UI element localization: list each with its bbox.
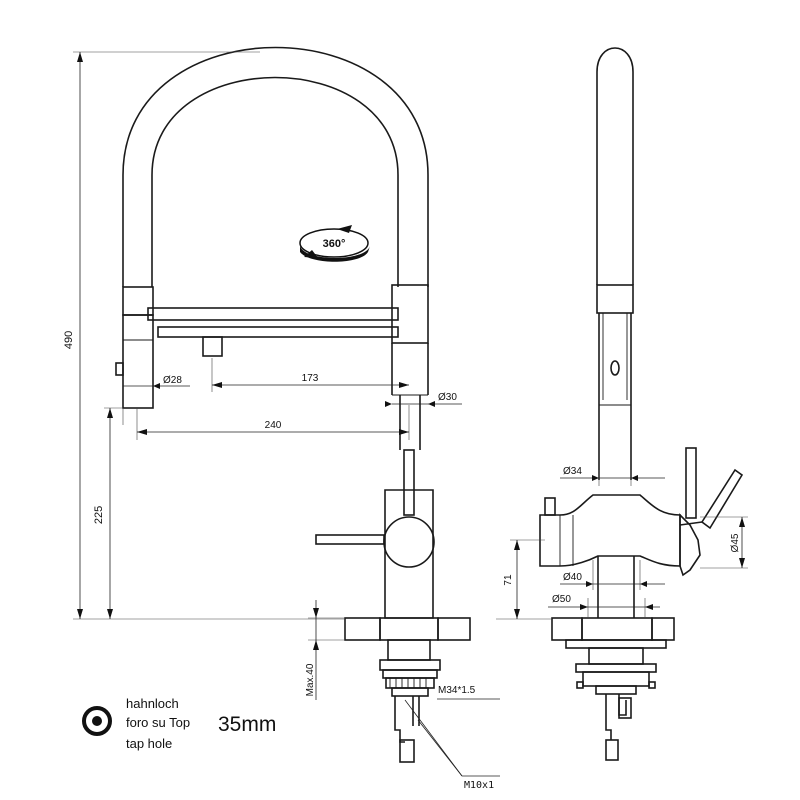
side-lever	[315, 534, 385, 545]
lever	[403, 449, 415, 516]
legend-size: 35mm	[218, 713, 276, 736]
thread-m34: M34*1.5	[438, 685, 476, 696]
dim-dia30: Ø30	[438, 392, 457, 403]
legend-de: hahnloch	[126, 696, 179, 711]
legend-it: foro su Top	[126, 715, 190, 730]
spray-head-body	[122, 314, 154, 409]
spout-arch-outer	[122, 46, 429, 287]
dim-dia28: Ø28	[163, 375, 182, 386]
mixer-body	[384, 489, 434, 619]
holder-clip	[202, 336, 223, 357]
tap-hole-icon	[82, 706, 112, 736]
dim-dia45: Ø45	[730, 533, 741, 552]
body-collar	[391, 284, 429, 344]
side-view: Ø34 Ø40 Ø50 71 Ø45	[496, 47, 748, 761]
base-plate	[379, 617, 439, 641]
side-spout	[596, 47, 634, 285]
countertop-left	[344, 617, 381, 641]
dim-max40: Max.40	[305, 663, 316, 696]
dim-dia50: Ø50	[552, 594, 571, 605]
dim-225: 225	[93, 506, 105, 524]
side-mixer-body	[539, 494, 681, 567]
side-collar	[596, 284, 634, 314]
holder-bar-upper	[147, 307, 399, 321]
legend-en: tap hole	[126, 736, 172, 751]
spout-arch-inner	[151, 76, 399, 287]
dim-dia40: Ø40	[563, 572, 582, 583]
dim-490: 490	[63, 331, 75, 349]
mixer-knob	[383, 516, 435, 568]
thread-m10: M10x1	[464, 780, 494, 791]
side-lever-vertical	[685, 447, 697, 519]
dim-dia34: Ø34	[563, 466, 582, 477]
dim-71: 71	[503, 574, 514, 586]
tap-hole-legend: hahnloch foro su Top tap hole 35mm	[82, 696, 276, 751]
side-button	[610, 360, 620, 376]
svg-text:360°: 360°	[323, 238, 346, 250]
spray-button	[115, 362, 124, 376]
dim-240: 240	[265, 420, 282, 431]
countertop-right	[437, 617, 471, 641]
rotation-360-icon: 360°	[299, 225, 370, 262]
side-lever-angled	[679, 513, 701, 577]
hose-fitting	[399, 739, 415, 763]
dim-173: 173	[302, 373, 319, 384]
front-view: 490 225 173 Ø28 Ø30 240	[63, 46, 500, 791]
holder-bar-lower	[157, 326, 399, 338]
